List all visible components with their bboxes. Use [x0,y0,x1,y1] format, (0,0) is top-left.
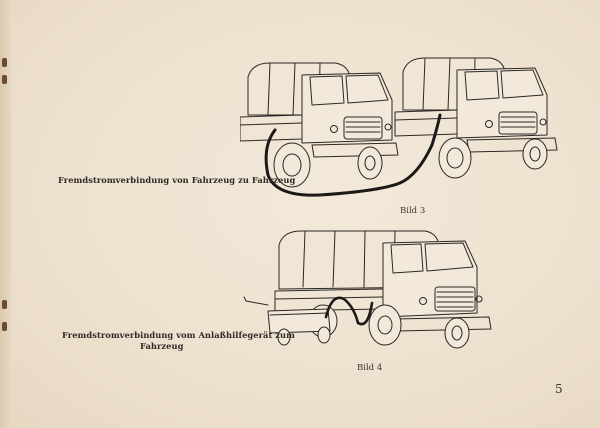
binding-hole [2,58,7,67]
figure-3-caption: Fremdstromverbindung von Fahrzeug zu Fah… [58,175,296,185]
page-number: 5 [555,382,563,396]
binding-hole [2,322,7,331]
figure-3-label: Bild 3 [400,206,426,216]
truck-left [240,62,399,188]
jumper-cable [264,113,442,197]
figure-4-caption-line-1: Fremdstromverbindung vom Anlaßhilfegerät… [62,330,295,340]
figure-4-caption: Fremdstromverbindung vom Anlaßhilfegerät… [62,330,295,352]
binding-hole [2,75,7,84]
figure-3-illustration [240,57,558,197]
figure-4-label: Bild 4 [357,363,383,373]
figure-4-illustration [243,230,492,349]
starter-cable [324,296,374,326]
truck-right [394,57,558,179]
figure-4-caption-line-2: Fahrzeug [140,341,184,351]
binding-edge [0,0,12,428]
binding-hole [2,300,7,309]
starter-cart [243,296,331,346]
